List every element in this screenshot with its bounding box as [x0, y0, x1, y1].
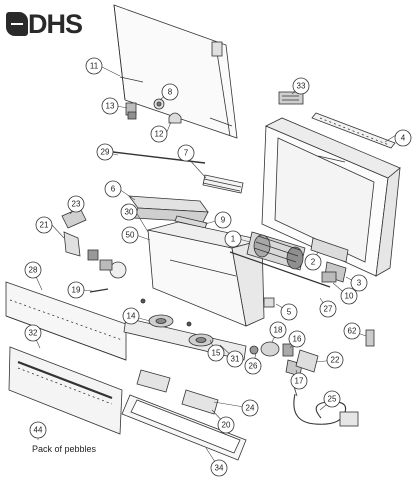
callout-3: 3 [357, 279, 362, 288]
callout-31: 31 [231, 355, 240, 364]
callout-12: 12 [155, 130, 164, 139]
part-lower-panel [8, 346, 123, 435]
logo-text: DHS [28, 9, 83, 39]
part-round-cap [153, 98, 165, 110]
part-brackets-left [61, 207, 127, 279]
callout-21: 21 [40, 221, 49, 230]
part-outer-box [261, 117, 401, 277]
part-label-plate [278, 91, 304, 105]
callout-30: 30 [125, 208, 134, 217]
callout-34: 34 [215, 464, 224, 473]
callout-15: 15 [212, 349, 221, 358]
callout-50: 50 [126, 231, 135, 240]
callout-44: 44 [34, 426, 43, 435]
part-fan-heater [246, 231, 306, 271]
callout-labels: 11 8 13 12 33 4 29 7 6 23 30 9 21 50 1 2… [29, 62, 406, 473]
logo-mark-icon [6, 12, 28, 36]
callout-24: 24 [246, 404, 255, 413]
part-rod [112, 151, 206, 164]
part-small-block [321, 271, 337, 283]
callout-33: 33 [297, 82, 306, 91]
callout-circles [24, 57, 412, 477]
callout-18: 18 [274, 326, 283, 335]
pebbles-note: Pack of pebbles [32, 444, 97, 454]
callout-19: 19 [72, 286, 81, 295]
part-clip [168, 112, 182, 124]
callout-4: 4 [401, 134, 406, 143]
part-small-bracket [125, 102, 137, 120]
part-frame-tray [121, 394, 247, 461]
callout-2: 2 [311, 258, 316, 267]
part-flat-plate [128, 195, 209, 223]
part-long-rod [229, 251, 331, 288]
part-top-strip [311, 112, 396, 149]
callout-8: 8 [168, 88, 173, 97]
callout-22: 22 [331, 356, 340, 365]
callout-17: 17 [295, 377, 304, 386]
callout-28: 28 [29, 266, 38, 275]
callout-29: 29 [101, 148, 110, 157]
callout-16: 16 [293, 335, 302, 344]
callout-6: 6 [111, 185, 116, 194]
callout-7: 7 [184, 149, 189, 158]
callout-1: 1 [231, 235, 236, 244]
part-heating-wire [202, 174, 244, 194]
callout-32: 32 [29, 329, 38, 338]
callout-14: 14 [127, 312, 136, 321]
part-screw [89, 288, 109, 293]
callout-27: 27 [324, 305, 333, 314]
part-inner-chamber [147, 221, 265, 327]
part-front-panel [5, 281, 127, 361]
callout-20: 20 [222, 421, 231, 430]
callout-10: 10 [345, 292, 354, 301]
callout-26: 26 [249, 362, 258, 371]
callout-25: 25 [328, 395, 337, 404]
part-rear-frame [113, 4, 238, 139]
callout-62: 62 [348, 327, 357, 336]
part-62 [365, 329, 375, 347]
callout-11: 11 [90, 62, 99, 71]
callout-5: 5 [287, 308, 292, 317]
callout-9: 9 [221, 216, 226, 225]
part-small-tab [263, 297, 275, 308]
callout-23: 23 [72, 200, 81, 209]
part-right-bracket [295, 349, 319, 373]
dhs-logo: DHS [6, 9, 83, 39]
callout-13: 13 [106, 102, 115, 111]
part-base-plates [136, 369, 219, 415]
